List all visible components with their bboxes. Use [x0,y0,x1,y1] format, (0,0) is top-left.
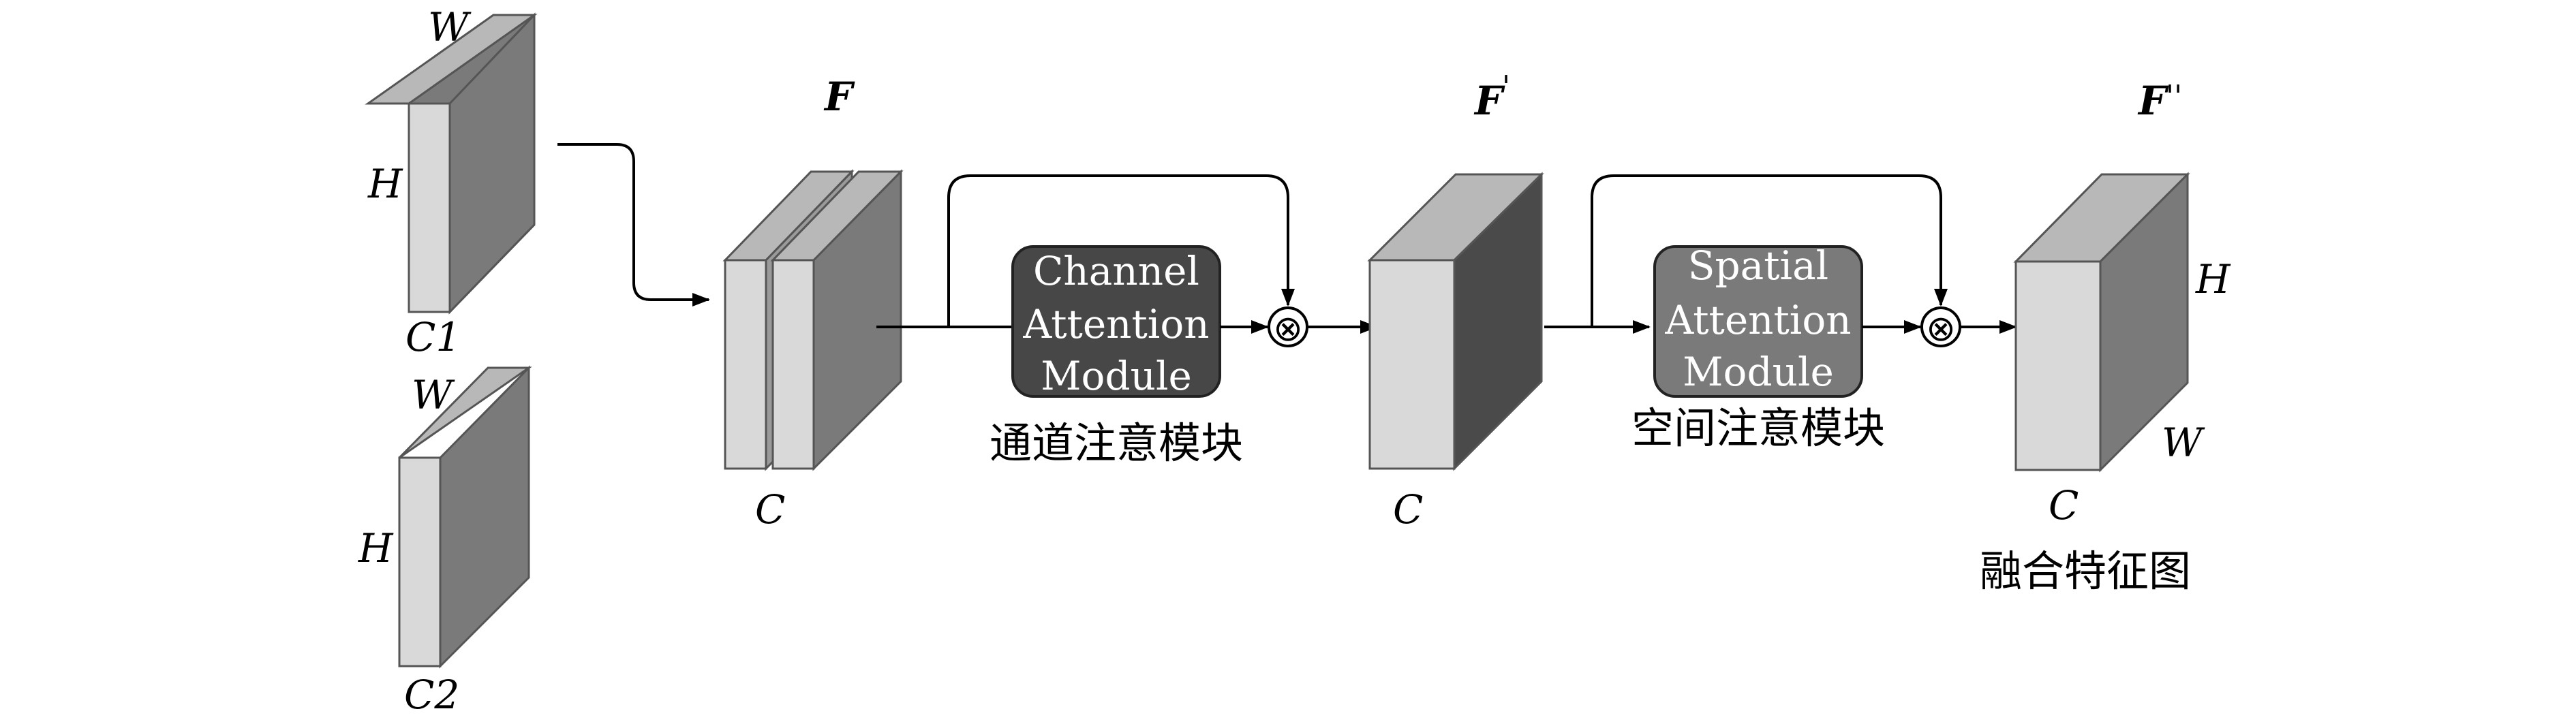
cam-line-3: Module [1041,353,1192,399]
channel-attention-module: Channel Attention Module [1011,245,1221,399]
output-dim-w: W [2162,420,2205,466]
intermediate-prime: ' [1502,69,1510,104]
input1-dim-h: H [367,161,403,207]
intermediate-title: F [1473,78,1505,124]
intermediate-dim-c: C [1393,486,1423,533]
output-dim-c: C [2049,482,2079,529]
intermediate-block [1367,172,1544,471]
output-block [2013,172,2190,473]
concat-dim-c: C [755,486,785,533]
concat-title: F [823,74,855,120]
multiply-operator-1: ⊗ [1268,306,1308,349]
input2-dim-w: W [412,372,455,418]
cam-skip-connection [947,174,1295,327]
input2-dim-h: H [358,525,394,571]
input-block-c2 [398,365,532,669]
sam-skip-connection [1591,174,1948,327]
cam-line-2: Attention [1022,301,1209,347]
multiply-symbol-2: ⊗ [1926,309,1956,349]
input-to-concat-arrow [557,143,710,306]
output-prime: '' [2166,79,2182,114]
output-title: F [2137,78,2169,124]
cam-caption: 通道注意模块 [990,418,1243,468]
input2-dim-c: C2 [404,672,459,718]
sam-caption: 空间注意模块 [1631,403,1885,453]
cam-line-1: Channel [1033,248,1199,294]
sam-line-2: Attention [1664,297,1851,343]
spatial-attention-module: Spatial Attention Module [1653,242,1863,398]
multiply-operator-2: ⊗ [1920,306,1961,349]
input-block-c1 [365,12,538,315]
output-dim-h: H [2195,256,2231,302]
input1-dim-c: C1 [405,314,461,360]
input1-dim-w: W [428,4,472,50]
sam-line-3: Module [1683,349,1834,395]
output-caption: 融合特征图 [1980,546,2191,596]
concat-block [722,169,904,471]
sam-line-1: Spatial [1688,242,1828,289]
multiply-symbol-1: ⊗ [1273,309,1303,349]
